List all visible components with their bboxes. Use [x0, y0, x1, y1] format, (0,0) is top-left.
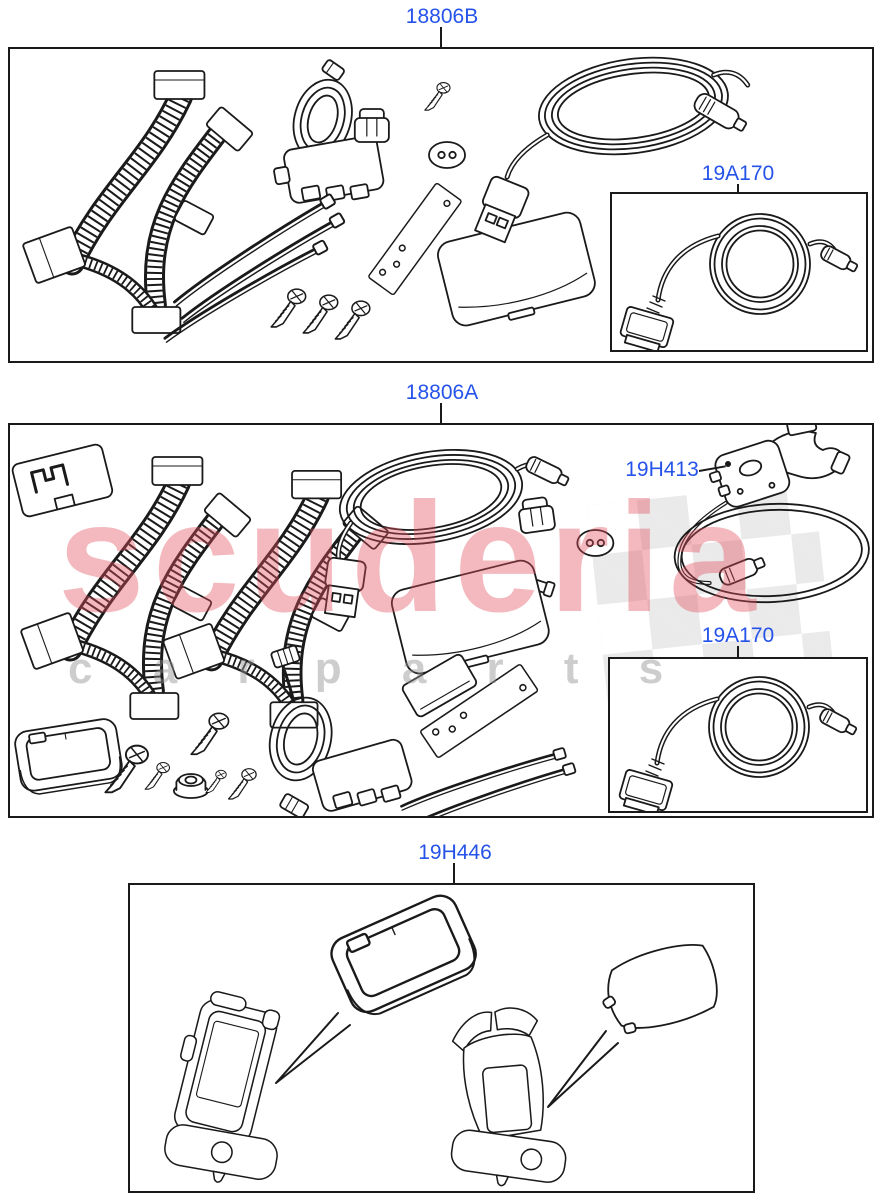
- leader-line: [453, 863, 455, 884]
- screw: [424, 81, 451, 111]
- screw: [205, 769, 227, 793]
- screw: [227, 768, 257, 800]
- phone-cradle: [159, 985, 283, 1191]
- retaining-clip: [353, 108, 390, 143]
- innerbox-bottom-art: [610, 659, 866, 811]
- innerbox-19A170-top: [610, 192, 868, 352]
- flange-nut: [172, 773, 209, 799]
- mounting-plate: [11, 443, 114, 518]
- screw: [302, 294, 339, 334]
- innerbox-19A170-bottom: [608, 657, 868, 813]
- screw: [334, 300, 371, 340]
- leader-line: [440, 27, 442, 47]
- grommet: [428, 141, 466, 169]
- part-number-label-19H413[interactable]: 19H413: [625, 458, 699, 481]
- media-player-interface-cable: [617, 677, 858, 811]
- usb-extension-cable: [323, 448, 570, 619]
- part-number-label-19A170-top[interactable]: 19A170: [701, 162, 775, 185]
- leader-line: [737, 184, 739, 193]
- storage-tray: [12, 716, 126, 798]
- panel-18806A-art: [10, 425, 870, 816]
- grommet: [576, 529, 615, 557]
- cradle-cover: [602, 944, 718, 1035]
- innerbox-top-art: [612, 194, 866, 350]
- part-number-label-19H446[interactable]: 19H446: [418, 841, 492, 864]
- leader-dot: [725, 461, 731, 467]
- dock-connector-with-cable: [673, 425, 870, 604]
- adapter-cable-with-module: [268, 644, 413, 816]
- retaining-clip: [516, 495, 557, 535]
- panel-19H446-art: [159, 889, 718, 1191]
- assembly-arrow: [275, 1012, 351, 1084]
- cable-tie: [394, 746, 572, 812]
- screw: [270, 288, 307, 328]
- assembly-arrow: [547, 1030, 619, 1108]
- usb-extension-cable: [474, 56, 751, 244]
- screw: [190, 712, 230, 756]
- screw: [144, 761, 171, 790]
- panel-18806B-art: [10, 56, 751, 361]
- interface-module: [434, 208, 600, 335]
- cable-tie: [404, 761, 582, 816]
- interface-module: [387, 556, 554, 683]
- part-number-label-19A170-bottom[interactable]: 19A170: [701, 624, 775, 647]
- leader-line: [440, 403, 442, 423]
- leader-line: [737, 646, 739, 658]
- part-number-label-18806B[interactable]: 18806B: [405, 5, 479, 28]
- blanking-plate: [401, 653, 478, 718]
- media-player-interface-cable: [618, 214, 859, 350]
- wiring-harness: [22, 71, 253, 333]
- cradle-tray: [324, 889, 485, 1024]
- part-number-label-18806A[interactable]: 18806A: [405, 381, 479, 404]
- panel-19H446: [128, 883, 755, 1193]
- phone-cradle: [447, 1003, 569, 1191]
- adapter-cable-with-module: [273, 59, 385, 204]
